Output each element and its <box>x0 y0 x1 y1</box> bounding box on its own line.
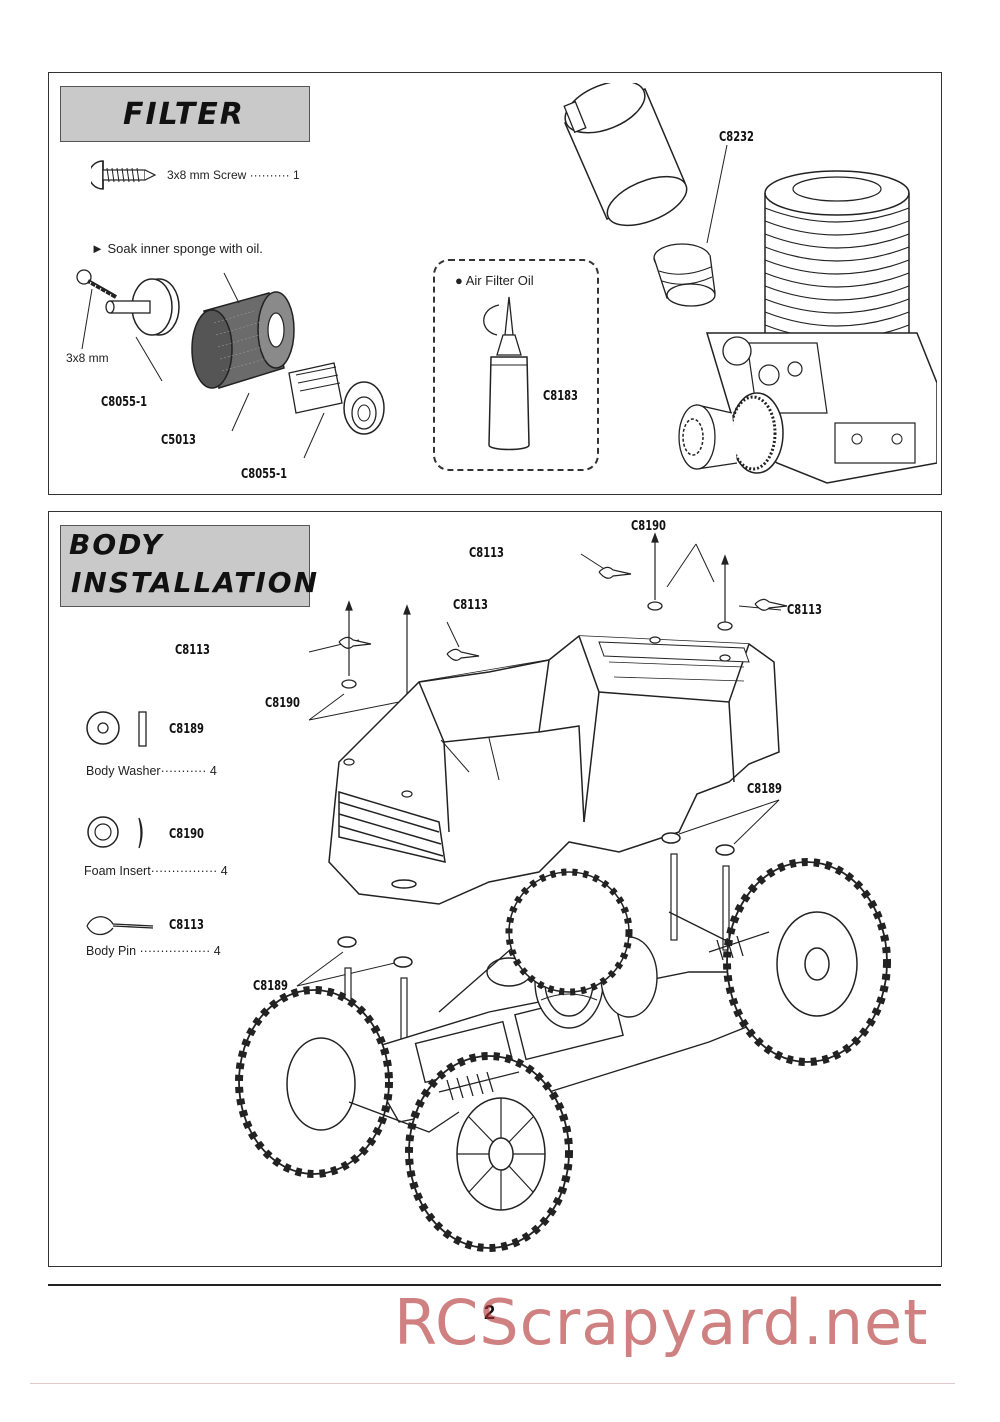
legend-desc-foam: Foam Insert················ 4 <box>84 864 228 878</box>
part-c8232: C8232 <box>719 130 754 145</box>
body-pin-icon <box>86 916 154 936</box>
filter-exploded-illustration <box>76 269 385 459</box>
screw-icon <box>91 160 157 190</box>
tire-rear-left-icon <box>235 986 393 1178</box>
filter-title-box: FILTER <box>60 86 310 142</box>
legend-code-c8113: C8113 <box>169 918 204 933</box>
body-assembly-illustration <box>235 532 891 1252</box>
sponge-icon <box>191 291 295 389</box>
flywheel-icon <box>678 392 784 474</box>
air-filter-oil-box <box>433 259 599 471</box>
suspension-icon <box>348 931 770 1133</box>
filter-title: FILTER <box>123 97 245 132</box>
body-title-line2: INSTALLATION <box>71 566 320 599</box>
part-c8055-1-bottom: C8055-1 <box>241 467 288 482</box>
screw-size-label: 3x8 mm <box>66 351 109 365</box>
callout-c8190-left: C8190 <box>265 696 300 711</box>
soak-note: ► Soak inner sponge with oil. <box>91 241 263 256</box>
screw-spec-label: 3x8 mm Screw ·········· 1 <box>167 168 300 182</box>
callout-c8113-mid: C8113 <box>453 598 488 613</box>
engine-illustration <box>563 83 937 484</box>
truck-body-shell <box>328 635 780 905</box>
callout-c8113-left: C8113 <box>175 643 210 658</box>
page-number: 2 <box>484 1302 496 1324</box>
legend-desc-washer: Body Washer··········· 4 <box>86 764 217 778</box>
callout-c8189-right: C8189 <box>747 782 782 797</box>
part-c8183: C8183 <box>543 389 578 404</box>
filter-base-icon <box>288 362 385 435</box>
legend-code-c8189: C8189 <box>169 722 204 737</box>
tire-rear-right-icon <box>723 858 891 1066</box>
part-c5013: C5013 <box>161 433 196 448</box>
body-washer-icons <box>337 832 735 968</box>
callout-c8189-left: C8189 <box>253 979 288 994</box>
foam-insert-icon <box>87 816 143 849</box>
legend-desc-pin: Body Pin ················· 4 <box>86 944 221 958</box>
small-screw-icon <box>76 269 117 299</box>
filter-panel: FILTER 3x8 mm Screw ·········· 1 ► Soak … <box>48 72 942 495</box>
callout-c8113-top-left: C8113 <box>469 546 504 561</box>
engine-cylinder-icon <box>764 170 910 340</box>
air-filter-oil-label: ● Air Filter Oil <box>455 273 534 288</box>
callout-c8113-right: C8113 <box>787 603 822 618</box>
oil-bottle-icon <box>483 296 530 451</box>
body-washer-icon <box>86 711 147 747</box>
footer-bottom-line <box>30 1383 955 1384</box>
callout-c8190-top: C8190 <box>631 519 666 534</box>
mounting-arrows <box>345 532 729 694</box>
tire-front-right-icon <box>505 868 633 996</box>
part-c8055-1-top: C8055-1 <box>101 395 148 410</box>
body-pin-icons <box>338 566 788 661</box>
body-title-box: BODY INSTALLATION <box>60 525 317 607</box>
tire-front-left-icon <box>405 1052 573 1252</box>
intake-rubber-icon <box>653 243 716 307</box>
body-panel: BODY INSTALLATION C8189 Body Washer·····… <box>48 511 942 1267</box>
body-title-line1: BODY <box>69 528 164 561</box>
footer-rule <box>48 1284 941 1286</box>
watermark-text: RCScrapyard.net <box>394 1286 929 1359</box>
legend-code-c8190: C8190 <box>169 827 204 842</box>
air-filter-housing-icon <box>563 83 688 227</box>
